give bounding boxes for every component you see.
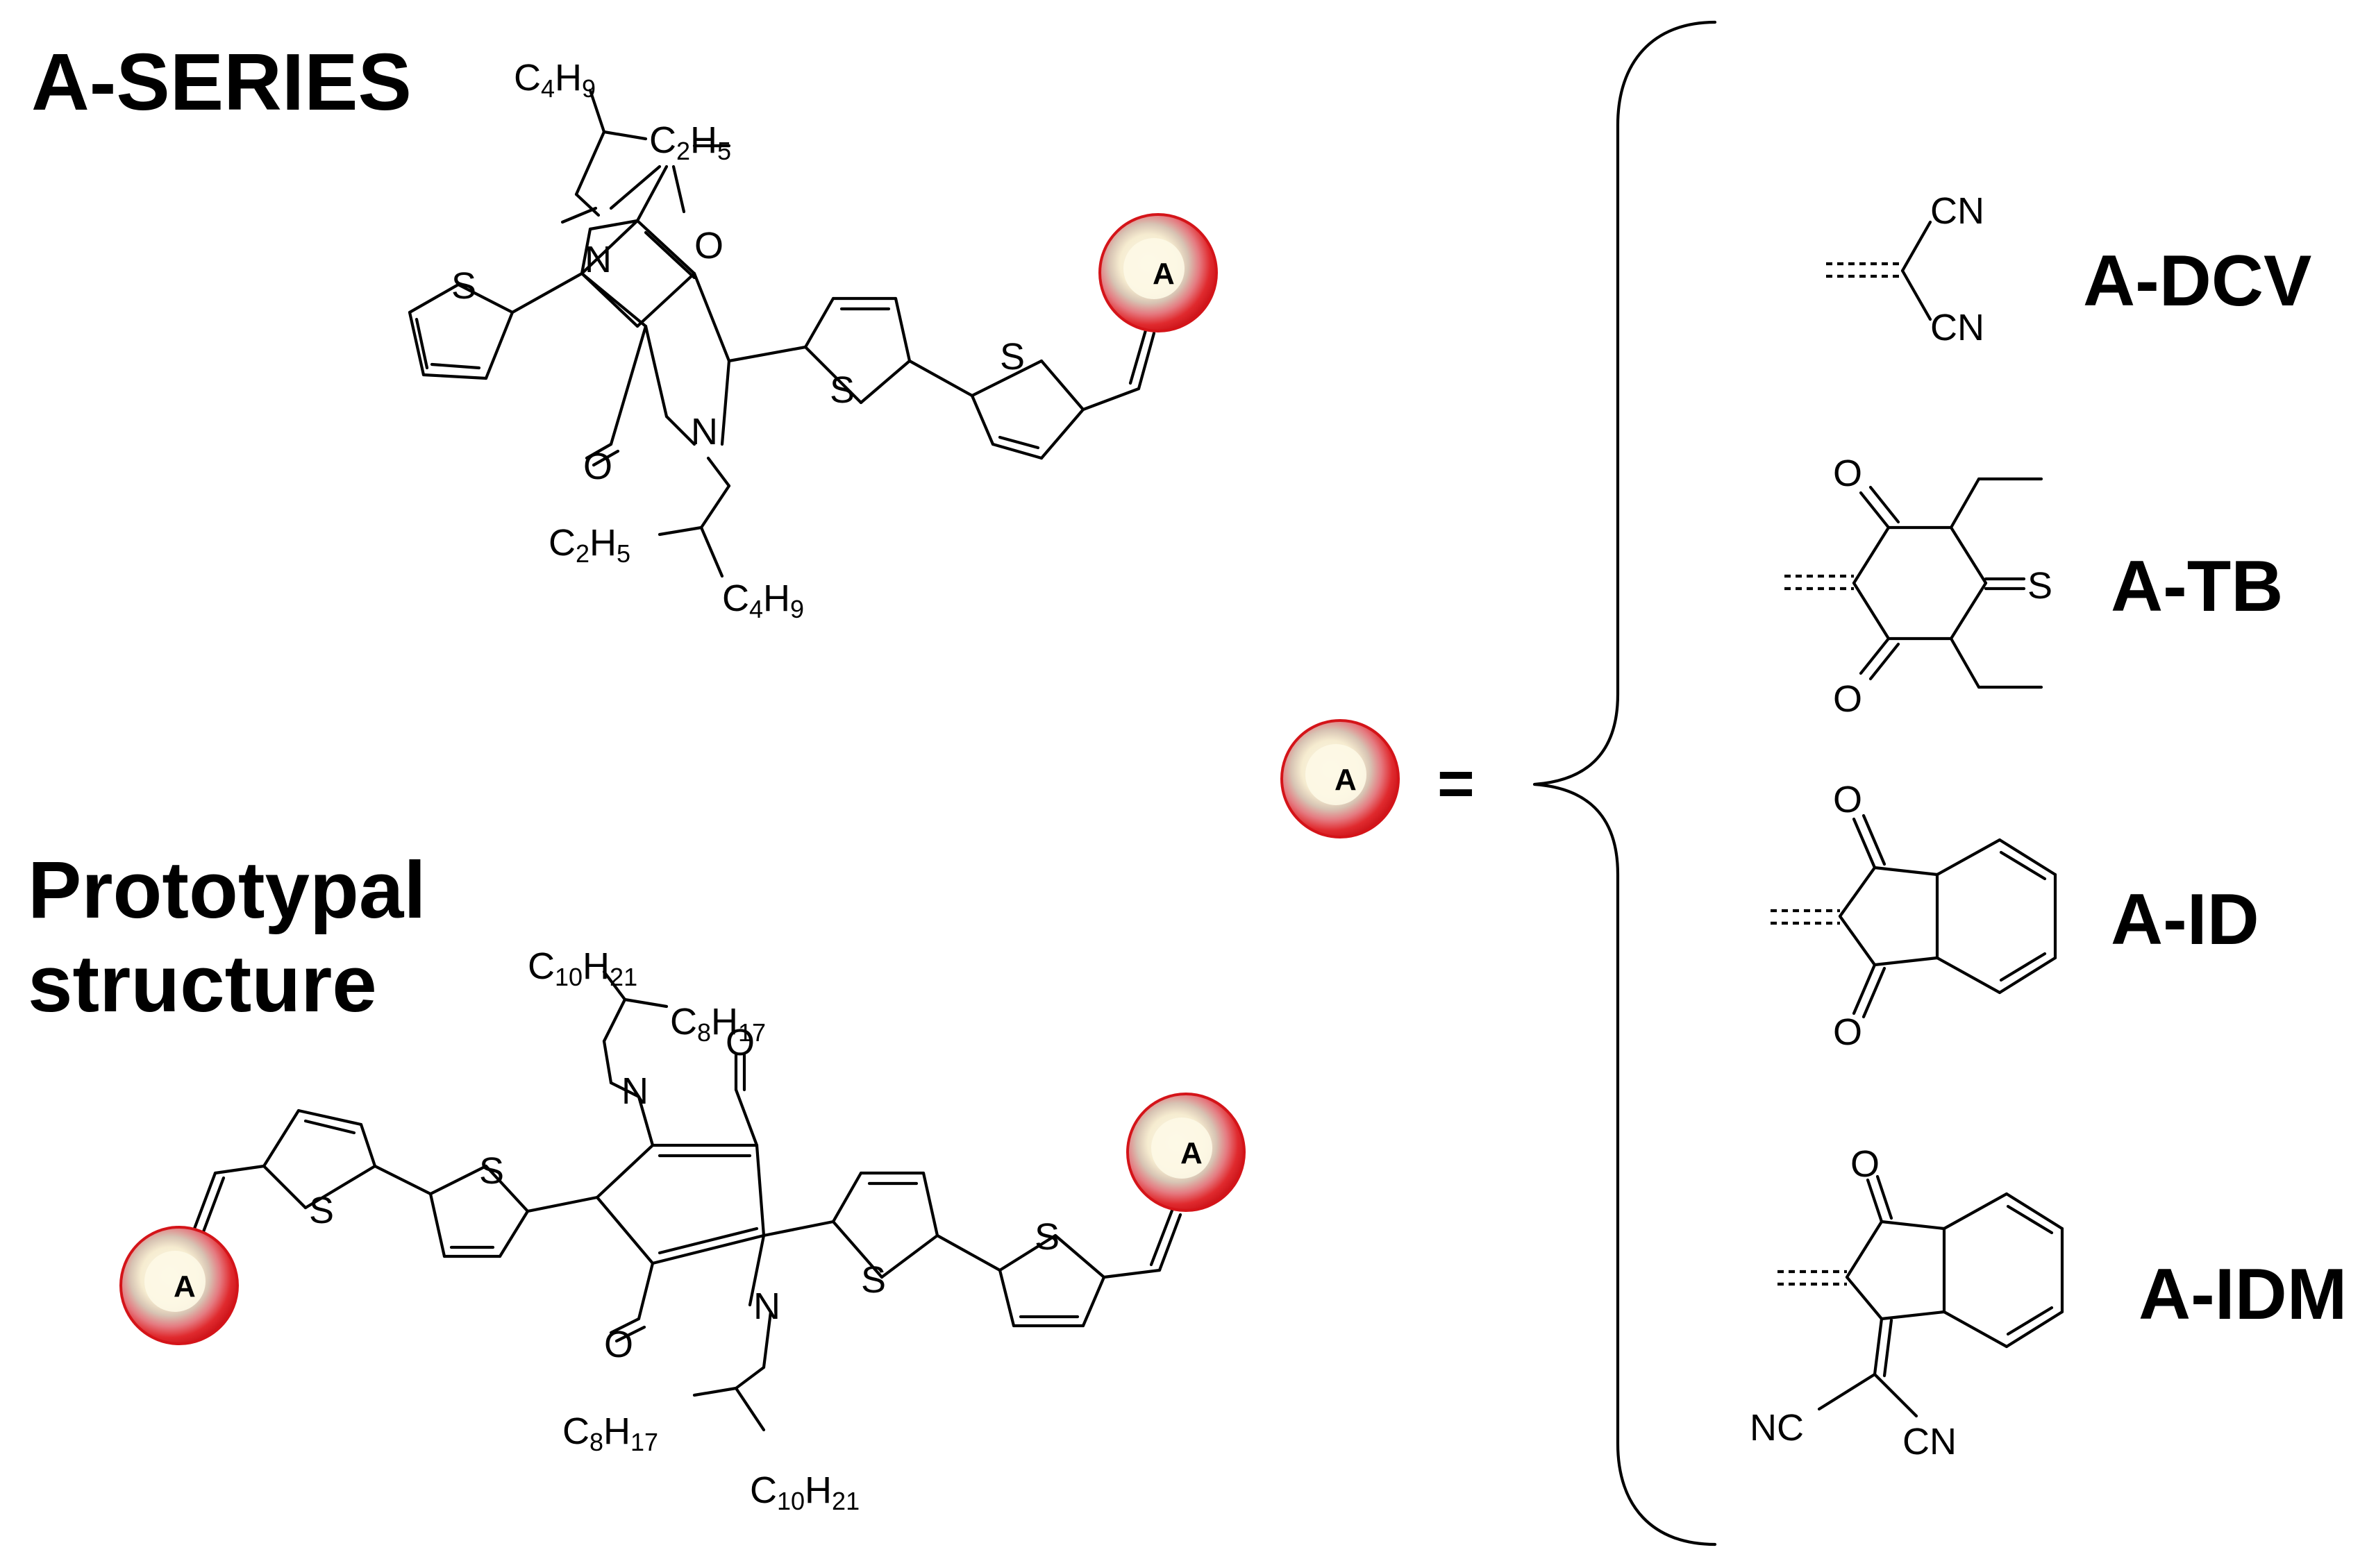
acceptor-dcv-structure: CN CN: [1826, 190, 1984, 348]
acceptor-ball-label: A: [1153, 257, 1175, 291]
acceptor-ball-key: A: [1280, 719, 1400, 838]
alkyl-c10h21-top: C10H21: [528, 945, 637, 991]
alkyl-c8h17-top: C8H17: [670, 1001, 766, 1047]
atom-n: N: [753, 1285, 780, 1327]
alkyl-c4h9-top: C4H9: [514, 57, 596, 103]
label-a-idm: A-IDM: [2139, 1254, 2347, 1335]
label-a-tb: A-TB: [2111, 546, 2283, 627]
atom-o: O: [726, 1022, 755, 1063]
acceptor-id-structure: O O: [1771, 779, 2057, 1053]
alkyl-c8h17-bottom: C8H17: [562, 1410, 658, 1456]
acceptor-ball: A: [1126, 1093, 1246, 1212]
acceptor-ball-label: A: [1180, 1136, 1203, 1170]
prototypal-molecule: [192, 970, 1182, 1432]
heading-structure: structure: [28, 938, 377, 1029]
dcv-cn-bottom: CN: [1930, 307, 1984, 348]
heading-a-series: A-SERIES: [31, 37, 412, 127]
atom-s: S: [451, 265, 476, 307]
alkyl-c2h5-top: C2H5: [649, 119, 731, 165]
dcv-cn-top: CN: [1930, 190, 1984, 232]
idm-nc: NC: [1750, 1407, 1804, 1449]
atom-s: S: [1035, 1216, 1060, 1258]
label-a-dcv: A-DCV: [2083, 241, 2311, 321]
alkyl-c2h5-bottom: C2H5: [549, 522, 630, 568]
atom-s: S: [830, 369, 855, 411]
alkyl-c4h9-bottom: C4H9: [722, 578, 804, 623]
atom-o: O: [604, 1324, 633, 1365]
idm-o: O: [1850, 1143, 1880, 1185]
atom-n: N: [691, 411, 718, 453]
acceptor-ball: A: [119, 1226, 239, 1345]
atom-s: S: [861, 1259, 886, 1301]
tb-o-top: O: [1833, 453, 1862, 494]
a-series-atom-labels: N O N O S S S C4H9 C2H5 C2H5 C4H9: [451, 57, 1025, 623]
atom-o: O: [583, 446, 612, 487]
alkyl-c10h21-bottom: C10H21: [750, 1469, 860, 1515]
acceptor-tb-structure: O O S: [1784, 453, 2052, 720]
idm-cn: CN: [1902, 1421, 1957, 1462]
atom-s: S: [309, 1190, 334, 1231]
equals-sign: =: [1437, 748, 1475, 819]
acceptor-idm-structure: O NC CN: [1750, 1143, 2064, 1462]
tb-s: S: [2027, 565, 2052, 607]
heading-prototypal: Prototypal: [28, 845, 426, 935]
atom-n: N: [585, 239, 612, 280]
acceptor-ball-label: A: [174, 1270, 196, 1304]
prototypal-atom-labels: N O N O S S S S C10H21 C8H17 C8H17 C10H2…: [309, 945, 1060, 1515]
atom-o: O: [694, 225, 723, 267]
id-o-bottom: O: [1833, 1011, 1862, 1053]
id-o-top: O: [1833, 779, 1862, 820]
atom-n: N: [621, 1070, 649, 1112]
tb-o-bottom: O: [1833, 678, 1862, 720]
a-series-molecule: [408, 88, 1156, 578]
atom-s: S: [479, 1150, 504, 1192]
label-a-id: A-ID: [2111, 879, 2259, 960]
acceptor-ball-label: A: [1335, 763, 1357, 797]
atom-s: S: [1000, 336, 1025, 378]
curly-brace: [1532, 20, 1717, 1546]
acceptor-ball: A: [1098, 213, 1218, 332]
